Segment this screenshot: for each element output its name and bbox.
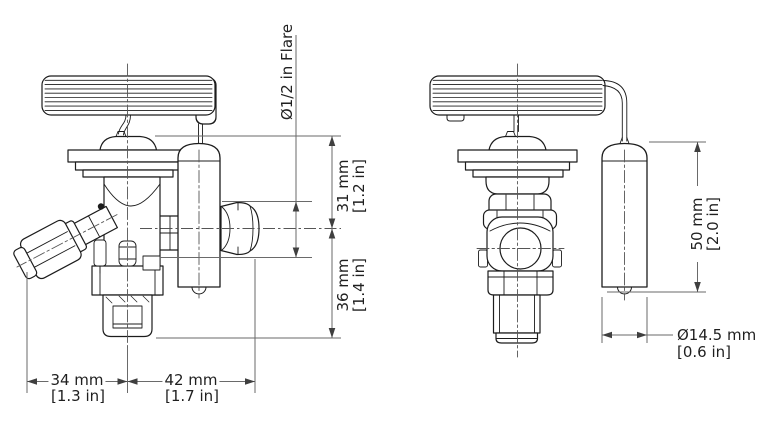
dim-bulb-diameter-imperial: [0.6 in] [677,343,732,361]
flare-connection-label: Ø1/2 in Flare [278,23,296,121]
dim-36mm-label: 36 mm [1.4 in] [334,249,368,321]
dim-34mm-imperial: [1.3 in] [50,387,106,405]
dim-31mm-metric: 31 mm [334,159,352,213]
dim-31mm-imperial: [1.2 in] [350,159,368,214]
front-coil-icon [41,75,217,125]
dim-31mm [328,136,336,229]
front-body [91,176,180,296]
dim-31mm-label: 31 mm [1.2 in] [334,150,368,222]
side-bottom-connector [487,270,554,344]
dim-bulb-diameter-metric: Ø14.5 mm [677,326,757,344]
side-centerlines [476,63,625,358]
dim-36mm [328,228,336,338]
front-bleed-dot [97,203,105,210]
dim-42mm-metric: 42 mm [162,371,220,389]
dim-42mm-imperial: [1.7 in] [164,387,220,405]
dim-50mm-metric: 50 mm [688,197,706,251]
dim-36mm-metric: 36 mm [334,258,352,312]
dim-flare-leader [292,35,300,258]
side-capillary-tube [513,80,628,142]
side-body [478,176,562,272]
dim-34mm-metric: 34 mm [48,371,106,389]
dim-bulb-diameter [602,331,673,339]
front-view [13,63,260,349]
side-view [429,63,648,358]
dim-50mm-imperial: [2.0 in] [704,197,722,252]
dim-50mm-label: 50 mm [2.0 in] [688,186,722,262]
front-centerlines [16,63,200,349]
dimension-lines [26,35,706,393]
dim-36mm-imperial: [1.4 in] [350,258,368,313]
